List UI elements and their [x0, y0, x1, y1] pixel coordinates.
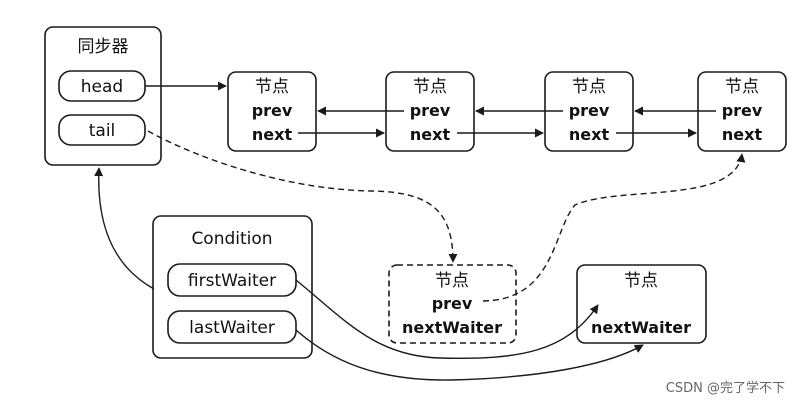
waiter-node: 节点 nextWaiter [576, 264, 707, 344]
node-prev: prev [252, 101, 293, 120]
node-prev: prev [569, 101, 610, 120]
last-waiter-label: lastWaiter [189, 318, 275, 338]
node-title: 节点 [255, 77, 289, 97]
node-next: next [722, 125, 763, 144]
tail-dashed-arrow [147, 130, 458, 263]
node-next-waiter: nextWaiter [402, 318, 502, 337]
node-next: next [569, 125, 610, 144]
tail-label: tail [89, 121, 116, 141]
queue-node: 节点 prev next [697, 71, 787, 152]
node-next: next [252, 125, 293, 144]
node-prev: prev [410, 101, 451, 120]
node-title: 节点 [435, 271, 469, 291]
last-waiter-field: lastWaiter [167, 310, 297, 344]
node-title: 节点 [413, 77, 447, 97]
synchronizer-title: 同步器 [78, 37, 129, 57]
node-title: 节点 [725, 77, 759, 97]
head-label: head [81, 77, 123, 97]
tail-field: tail [58, 114, 146, 146]
waiter-node-dashed: 节点 prev nextWaiter [388, 264, 517, 344]
first-waiter-field: firstWaiter [167, 263, 297, 297]
condition-box: Condition firstWaiter lastWaiter [152, 215, 313, 359]
first-waiter-arrow [295, 279, 599, 359]
node-title: 节点 [624, 271, 658, 291]
head-field: head [58, 70, 146, 102]
last-waiter-arrow [295, 329, 644, 381]
queue-node: 节点 prev next [227, 71, 317, 152]
condition-to-sync-arrow [94, 167, 155, 290]
node-prev: prev [722, 101, 763, 120]
synchronizer-box: 同步器 head tail [44, 26, 162, 166]
first-waiter-label: firstWaiter [188, 271, 276, 291]
node-next: next [410, 125, 451, 144]
node-title: 节点 [572, 77, 606, 97]
prev-dashed-arrow [482, 153, 746, 302]
condition-title: Condition [191, 229, 272, 249]
watermark-text: CSDN @完了学不下 [666, 380, 785, 396]
node-next-waiter: nextWaiter [591, 318, 691, 337]
node-prev: prev [432, 294, 473, 313]
